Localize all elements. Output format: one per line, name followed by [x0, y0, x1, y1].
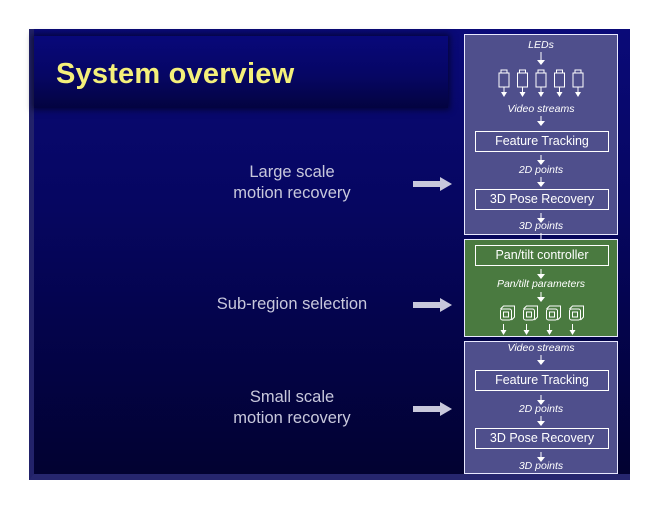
stage-label-line: Small scale — [249, 388, 335, 406]
pipeline-panel-large-scale — [464, 34, 618, 235]
led-camera-icon — [517, 69, 528, 97]
down-arrow-icon — [537, 155, 545, 165]
2d-points-label: 2D points — [518, 164, 564, 176]
2d-points-label: 2D points — [518, 403, 564, 415]
down-arrow-icon — [537, 355, 545, 365]
down-arrow-icon — [537, 177, 545, 187]
led-cameras-group — [498, 52, 584, 97]
stage-label-sub-region: Sub-region selection — [200, 294, 384, 315]
pan-tilt-camera-icon — [500, 305, 515, 335]
right-arrow-icon — [413, 402, 452, 416]
pan-tilt-camera-icon — [523, 305, 538, 335]
3d-pose-recovery-box: 3D Pose Recovery — [475, 189, 609, 210]
video-streams-label: Video streams — [507, 342, 575, 354]
led-camera-icon — [498, 69, 510, 97]
slide-title: System overview — [56, 58, 295, 90]
title-box — [34, 36, 448, 108]
right-arrow-icon — [413, 177, 452, 191]
stage-label-line: motion recovery — [233, 184, 351, 202]
down-arrow-icon — [537, 116, 545, 126]
down-arrow-icon — [537, 416, 545, 426]
pan-tilt-controller-box: Pan/tilt controller — [475, 245, 609, 266]
stage-label-line: Sub-region selection — [216, 295, 368, 313]
led-camera-icon — [554, 69, 565, 97]
stage-label-line: motion recovery — [233, 409, 351, 427]
down-arrow-icon — [537, 213, 545, 223]
stage-label-line: Large scale — [249, 163, 335, 181]
down-arrow-icon — [537, 452, 545, 462]
video-streams-label: Video streams — [507, 103, 575, 115]
down-arrow-icon — [537, 269, 545, 279]
pan-tilt-camera-icon — [569, 305, 584, 335]
pan-tilt-cameras-group — [500, 305, 584, 335]
leds-label: LEDs — [528, 39, 554, 51]
feature-tracking-box: Feature Tracking — [475, 131, 609, 152]
3d-points-label: 3D points — [518, 460, 564, 472]
3d-points-label: 3D points — [518, 220, 564, 232]
feature-tracking-box: Feature Tracking — [475, 370, 609, 391]
down-arrow-icon — [537, 395, 545, 405]
pan-tilt-camera-icon — [546, 305, 561, 335]
pipeline-panel-sub-region — [464, 239, 618, 337]
pan-tilt-parameters-label: Pan/tilt parameters — [496, 278, 586, 290]
stage-label-large-scale: Large scale motion recovery — [210, 162, 374, 204]
stage-label-small-scale: Small scale motion recovery — [210, 387, 374, 429]
led-camera-icon — [535, 69, 547, 97]
right-arrow-icon — [413, 298, 452, 312]
3d-pose-recovery-box: 3D Pose Recovery — [475, 428, 609, 449]
down-arrow-icon — [537, 292, 545, 302]
led-camera-icon — [572, 69, 584, 97]
